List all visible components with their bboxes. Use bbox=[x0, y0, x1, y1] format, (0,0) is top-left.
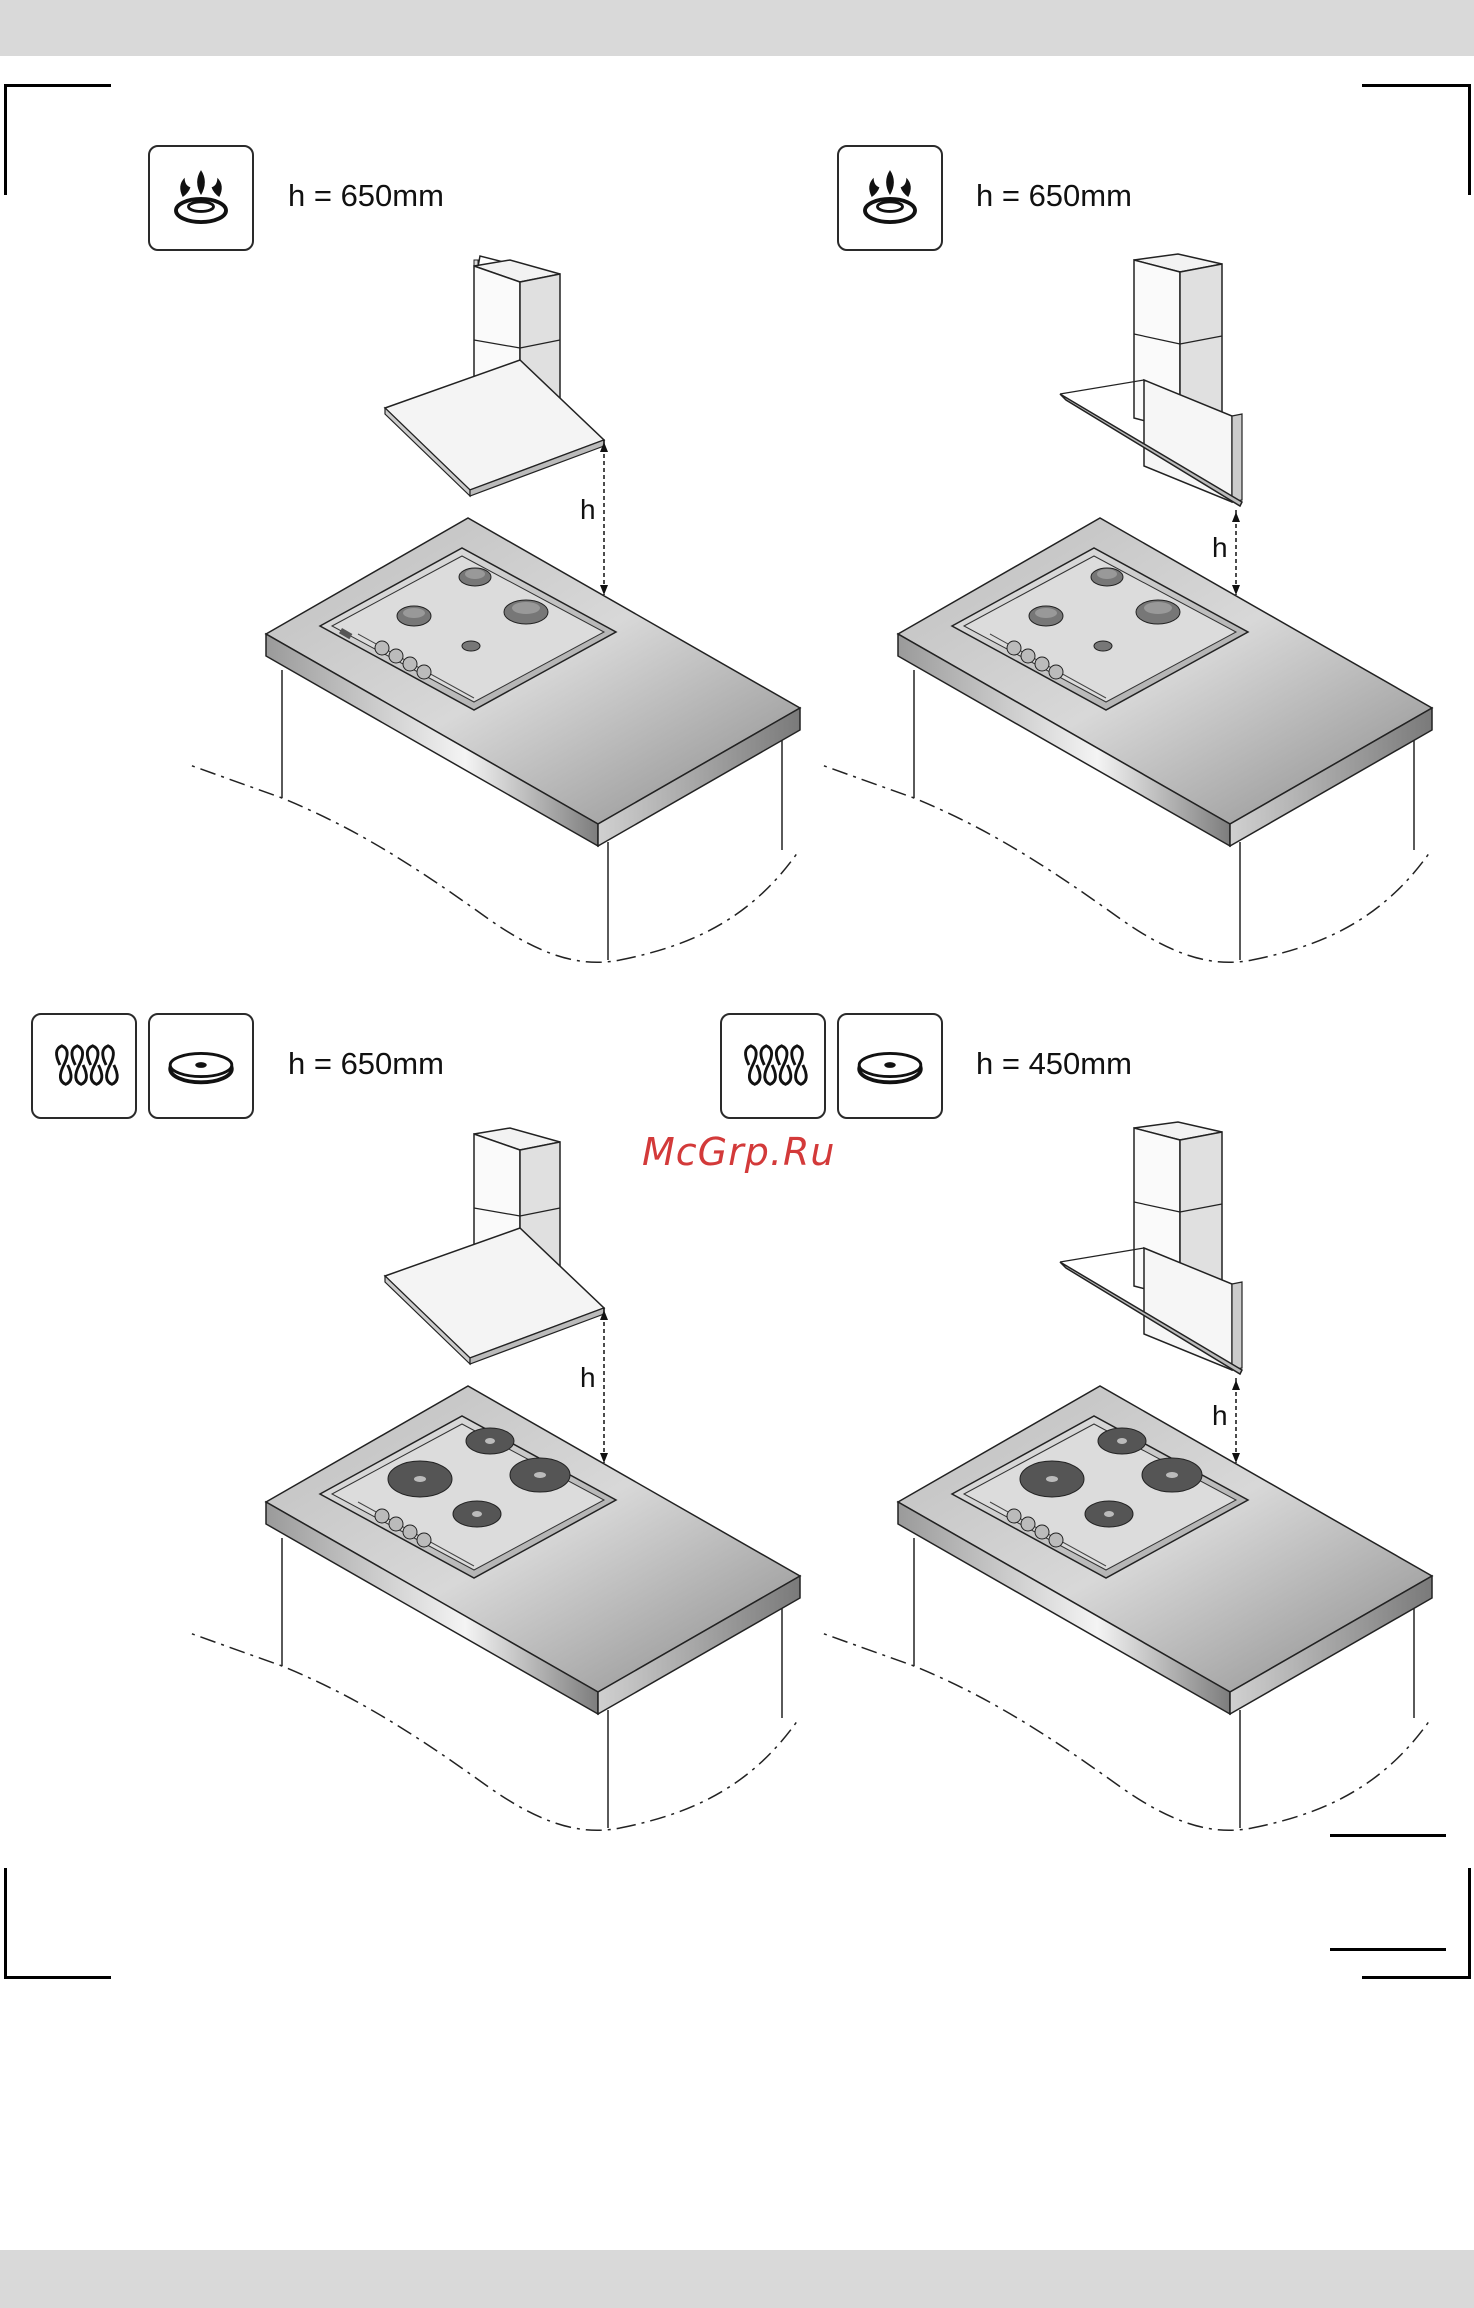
height-label: h = 450mm bbox=[976, 1046, 1132, 1082]
height-dimension bbox=[1232, 510, 1240, 595]
crop-mark-top-right bbox=[1362, 84, 1471, 195]
worktop bbox=[898, 518, 1432, 846]
kitchen-island-scene bbox=[822, 230, 1462, 980]
top-gray-band bbox=[0, 0, 1474, 56]
angled-chimney-hood bbox=[1060, 254, 1242, 506]
height-dimension-letter: h bbox=[1212, 1400, 1228, 1432]
control-knob bbox=[375, 641, 389, 655]
hotplate bbox=[1020, 1461, 1084, 1497]
worktop bbox=[898, 1386, 1432, 1714]
watermark: McGrp.Ru bbox=[642, 1130, 835, 1174]
control-knob bbox=[417, 1533, 431, 1547]
hotplate bbox=[510, 1458, 570, 1492]
crop-mark-top-left bbox=[4, 84, 111, 195]
hotplate bbox=[388, 1461, 452, 1497]
control-knob bbox=[403, 657, 417, 671]
gas-burner bbox=[504, 600, 548, 624]
gas-burner bbox=[1029, 606, 1063, 626]
radiant-coil-icon bbox=[720, 1013, 826, 1119]
control-knob bbox=[417, 665, 431, 679]
gas-burner bbox=[1136, 600, 1180, 624]
height-dimension bbox=[1232, 1378, 1240, 1463]
control-knob bbox=[1021, 649, 1035, 663]
height-label: h = 650mm bbox=[288, 1046, 444, 1082]
control-knob bbox=[1035, 657, 1049, 671]
control-knob bbox=[403, 1525, 417, 1539]
control-knob bbox=[389, 649, 403, 663]
chimney-hood bbox=[385, 1128, 604, 1364]
hotplate bbox=[1142, 1458, 1202, 1492]
control-knob bbox=[1035, 1525, 1049, 1539]
control-knob bbox=[1049, 665, 1063, 679]
worktop bbox=[266, 1386, 800, 1714]
angled-chimney-hood bbox=[1060, 1122, 1242, 1374]
height-dimension-letter: h bbox=[580, 1362, 596, 1394]
gas-burner bbox=[459, 568, 491, 586]
gas-burner bbox=[462, 641, 480, 651]
kitchen-island-scene bbox=[190, 1098, 830, 1848]
hotplate bbox=[466, 1428, 514, 1454]
height-dimension bbox=[600, 1308, 608, 1463]
height-label: h = 650mm bbox=[288, 178, 444, 214]
control-knob bbox=[1007, 641, 1021, 655]
height-dimension bbox=[600, 440, 608, 595]
kitchen-island-scene bbox=[190, 230, 830, 980]
control-knob bbox=[1007, 1509, 1021, 1523]
gas-burner bbox=[397, 606, 431, 626]
kitchen-island-scene bbox=[822, 1098, 1462, 1848]
bottom-gray-band bbox=[0, 2250, 1474, 2308]
gas-burner bbox=[1094, 641, 1112, 651]
chimney-hood bbox=[385, 256, 604, 496]
control-knob bbox=[1049, 1533, 1063, 1547]
height-dimension-letter: h bbox=[1212, 532, 1228, 564]
hotplate bbox=[453, 1501, 501, 1527]
hotplate bbox=[1085, 1501, 1133, 1527]
margin-rule-lower bbox=[1330, 1948, 1446, 1951]
hotplate bbox=[1098, 1428, 1146, 1454]
control-knob bbox=[375, 1509, 389, 1523]
worktop bbox=[266, 518, 800, 846]
gas-burner bbox=[1091, 568, 1123, 586]
radiant-coil-icon bbox=[31, 1013, 137, 1119]
control-knob bbox=[389, 1517, 403, 1531]
crop-mark-bottom-left bbox=[4, 1868, 111, 1979]
height-dimension-letter: h bbox=[580, 494, 596, 526]
height-label: h = 650mm bbox=[976, 178, 1132, 214]
crop-mark-bottom-right bbox=[1362, 1868, 1471, 1979]
control-knob bbox=[1021, 1517, 1035, 1531]
